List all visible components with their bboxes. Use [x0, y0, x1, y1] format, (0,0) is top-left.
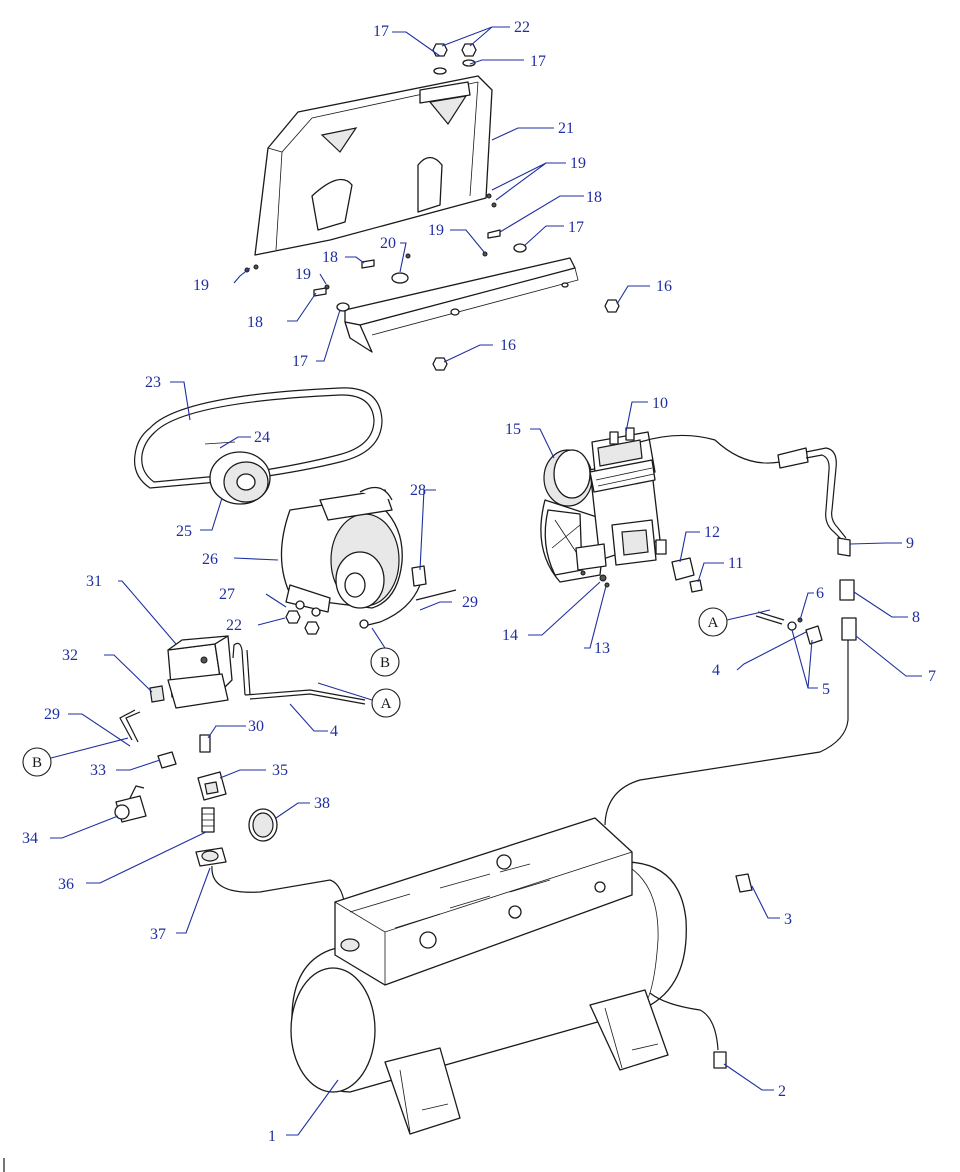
- callout-34: 34: [22, 830, 38, 847]
- callout-numbers: 17 22 17 21 19 18 17 19 20 18 19 19 18 1…: [22, 19, 936, 1145]
- callout-17: 17: [568, 219, 584, 236]
- connector-b-right: B: [370, 647, 400, 677]
- callout-29: 29: [462, 594, 478, 611]
- callout-22: 22: [514, 19, 530, 36]
- callout-10: 10: [652, 395, 668, 412]
- air-tank: [290, 817, 753, 1135]
- connector-a-left: A: [371, 688, 401, 718]
- connector-b-left: B: [22, 747, 52, 777]
- callout-16: 16: [656, 278, 672, 295]
- callout-22: 22: [226, 617, 242, 634]
- motor: [280, 486, 457, 635]
- belt-guard: [254, 75, 493, 256]
- motor-pulley: [204, 441, 271, 505]
- callout-27: 27: [219, 586, 235, 603]
- guard-bracket: [344, 257, 579, 353]
- callout-17: 17: [292, 353, 308, 370]
- callout-20: 20: [380, 235, 396, 252]
- callout-30: 30: [248, 718, 264, 735]
- callout-16: 16: [500, 337, 516, 354]
- callout-6: 6: [816, 585, 824, 602]
- callout-19: 19: [295, 266, 311, 283]
- callout-36: 36: [58, 876, 74, 893]
- callout-8: 8: [912, 609, 920, 626]
- callout-5: 5: [822, 681, 830, 698]
- callout-11: 11: [728, 555, 743, 572]
- callout-18: 18: [247, 314, 263, 331]
- callout-leaders: [50, 26, 922, 1136]
- callout-32: 32: [62, 647, 78, 664]
- compressor-pump: [540, 427, 703, 593]
- callout-33: 33: [90, 762, 106, 779]
- callout-37: 37: [150, 926, 166, 943]
- callout-4: 4: [712, 662, 720, 679]
- callout-38: 38: [314, 795, 330, 812]
- callout-25: 25: [176, 523, 192, 540]
- callout-12: 12: [704, 524, 720, 541]
- callout-23: 23: [145, 374, 161, 391]
- callout-17: 17: [373, 23, 389, 40]
- drive-belt: [133, 387, 383, 489]
- callout-26: 26: [202, 551, 218, 568]
- callout-9: 9: [906, 535, 914, 552]
- callout-35: 35: [272, 762, 288, 779]
- callout-3: 3: [784, 911, 792, 928]
- callout-19: 19: [570, 155, 586, 172]
- callout-7: 7: [928, 668, 936, 685]
- callout-18: 18: [586, 189, 602, 206]
- callout-19: 19: [428, 222, 444, 239]
- callout-29: 29: [44, 706, 60, 723]
- callout-24: 24: [254, 429, 270, 446]
- callout-13: 13: [594, 640, 610, 657]
- callout-28: 28: [410, 482, 426, 499]
- callout-19: 19: [193, 277, 209, 294]
- callout-31: 31: [86, 573, 102, 590]
- callout-17: 17: [530, 53, 546, 70]
- pressure-switch: [114, 635, 366, 921]
- callout-1: 1: [268, 1128, 276, 1145]
- callout-15: 15: [505, 421, 521, 438]
- connector-b-label: B: [32, 755, 42, 771]
- connector-a-label: A: [708, 615, 719, 631]
- callout-14: 14: [502, 627, 518, 644]
- discharge-tube: [604, 434, 857, 826]
- callout-21: 21: [558, 120, 574, 137]
- connector-b-label: B: [380, 655, 390, 671]
- connector-a-right: A: [698, 607, 728, 637]
- callout-18: 18: [322, 249, 338, 266]
- callout-4: 4: [330, 723, 338, 740]
- connector-a-label: A: [381, 696, 392, 712]
- callout-2: 2: [778, 1083, 786, 1100]
